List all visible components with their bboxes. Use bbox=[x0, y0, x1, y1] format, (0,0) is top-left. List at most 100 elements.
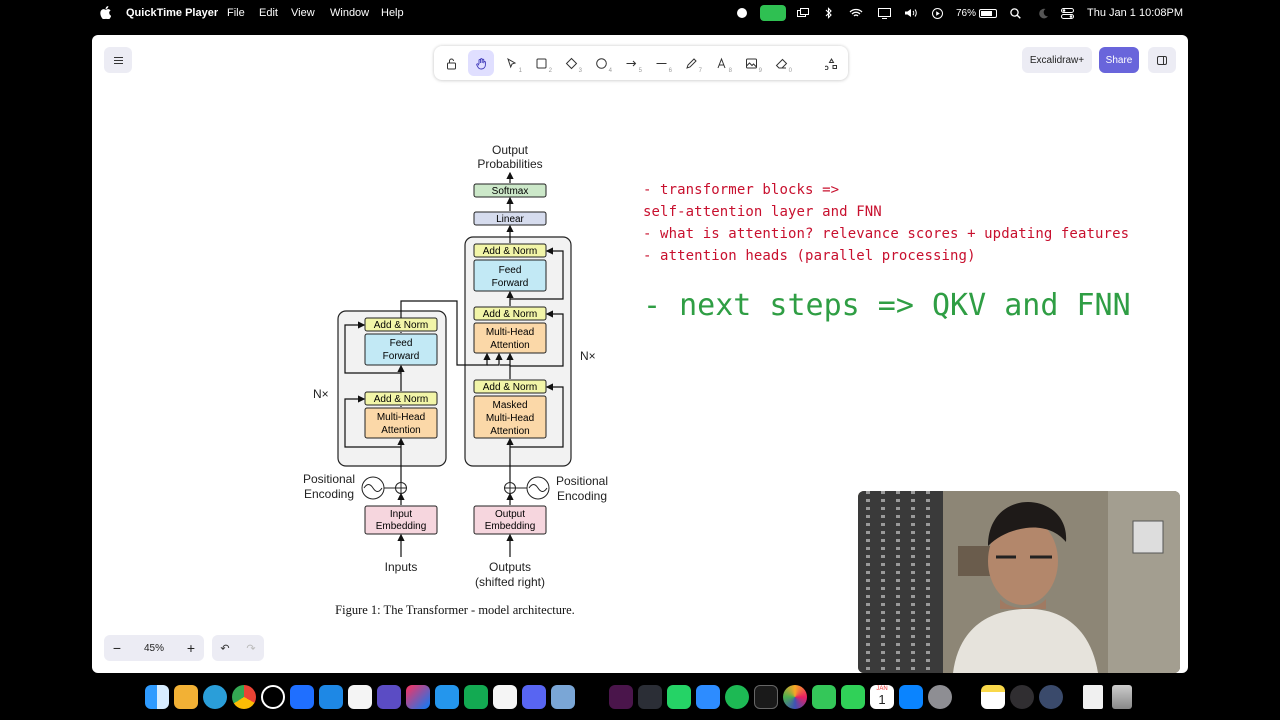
proton-icon[interactable] bbox=[377, 685, 401, 709]
telegram-icon[interactable] bbox=[203, 685, 227, 709]
calendar-day: 1 bbox=[878, 692, 886, 707]
settings-icon[interactable] bbox=[928, 685, 952, 709]
davinci-icon[interactable] bbox=[638, 685, 662, 709]
diamond-icon bbox=[565, 57, 577, 69]
finder-icon[interactable] bbox=[145, 685, 169, 709]
app-name[interactable]: QuickTime Player bbox=[126, 7, 219, 19]
shapes-more-icon bbox=[824, 57, 837, 70]
mongodb-icon[interactable] bbox=[464, 685, 488, 709]
notes-text[interactable]: - transformer blocks => self-attention l… bbox=[643, 179, 1129, 267]
pencil-icon bbox=[685, 57, 697, 69]
zoom-out-button[interactable]: − bbox=[112, 640, 122, 656]
tool-diamond[interactable]: 3 bbox=[558, 50, 584, 76]
document-icon[interactable] bbox=[1083, 685, 1103, 709]
apple-icon[interactable] bbox=[100, 6, 111, 19]
tool-extra[interactable] bbox=[818, 50, 844, 76]
discord-icon[interactable] bbox=[522, 685, 546, 709]
tool-selection[interactable]: 1 bbox=[498, 50, 524, 76]
bluetooth-icon[interactable] bbox=[823, 5, 835, 21]
library-button[interactable] bbox=[1148, 47, 1176, 73]
notes-icon[interactable] bbox=[981, 685, 1005, 709]
zoom-in-button[interactable]: + bbox=[186, 640, 196, 656]
chrome-icon[interactable] bbox=[232, 685, 256, 709]
decoder-positional-line2: Encoding bbox=[557, 489, 607, 503]
zoom-icon[interactable] bbox=[696, 685, 720, 709]
trash-icon[interactable] bbox=[1112, 685, 1132, 709]
inputs-label: Inputs bbox=[385, 560, 418, 574]
share-button[interactable]: Share bbox=[1099, 47, 1139, 73]
decoder-mmh-line2: Multi-Head bbox=[486, 413, 534, 424]
spotify-icon[interactable] bbox=[725, 685, 749, 709]
slack-icon[interactable] bbox=[609, 685, 633, 709]
obs-icon[interactable] bbox=[1010, 685, 1034, 709]
tool-arrow[interactable]: 5 bbox=[618, 50, 644, 76]
menu-help[interactable]: Help bbox=[381, 7, 404, 19]
facetime-icon[interactable] bbox=[841, 685, 865, 709]
webcam-overlay[interactable] bbox=[858, 491, 1180, 673]
encoder-mh-line2: Attention bbox=[381, 425, 420, 436]
appstore-icon[interactable] bbox=[899, 685, 923, 709]
menu-file[interactable]: File bbox=[227, 7, 245, 19]
spotlight-search-icon[interactable] bbox=[1008, 5, 1022, 21]
outputs-line1: Outputs bbox=[489, 560, 531, 574]
quicktime-icon[interactable] bbox=[1039, 685, 1063, 709]
now-playing-icon[interactable] bbox=[930, 5, 944, 21]
note-line-2: self-attention layer and FNN bbox=[643, 204, 882, 220]
main-menu-button[interactable] bbox=[104, 47, 132, 73]
encoder-nx-label: N× bbox=[313, 387, 329, 401]
intellij-icon[interactable] bbox=[406, 685, 430, 709]
chatgpt-icon[interactable] bbox=[261, 685, 285, 709]
excalidraw-window: 1 2 3 4 5 6 7 8 bbox=[92, 35, 1188, 673]
tool-draw[interactable]: 7 bbox=[678, 50, 704, 76]
decoder-mh-line2: Attention bbox=[490, 340, 529, 351]
clock[interactable]: Thu Jan 1 10:08PM bbox=[1086, 7, 1183, 19]
tool-eraser[interactable]: 0 bbox=[768, 50, 794, 76]
battery-icon[interactable] bbox=[978, 5, 998, 21]
wifi-icon[interactable] bbox=[848, 5, 864, 21]
zotero-icon[interactable] bbox=[580, 685, 604, 709]
tool-image[interactable]: 9 bbox=[738, 50, 764, 76]
terminal-icon[interactable] bbox=[754, 685, 778, 709]
excalidraw-plus-button[interactable]: Excalidraw+ bbox=[1022, 47, 1092, 73]
undo-icon[interactable]: ↶ bbox=[220, 642, 230, 655]
next-steps-note[interactable]: - next steps => QKV and FNN bbox=[643, 288, 1131, 323]
volume-icon[interactable] bbox=[903, 5, 919, 21]
display-icon[interactable] bbox=[876, 5, 892, 21]
tool-hand[interactable] bbox=[468, 50, 494, 76]
hand-icon bbox=[475, 57, 486, 69]
transformer-diagram[interactable]: Add & Norm Feed Forward Add & Norm Multi… bbox=[92, 35, 1188, 673]
ollama-icon[interactable] bbox=[348, 685, 372, 709]
photos-icon[interactable] bbox=[783, 685, 807, 709]
zoom-level[interactable]: 45% bbox=[143, 642, 164, 654]
menu-bar: QuickTime Player File Edit View Window H… bbox=[0, 0, 1280, 26]
redo-icon[interactable]: ↷ bbox=[246, 642, 256, 655]
decoder-addnorm-3-label: Add & Norm bbox=[483, 382, 537, 393]
tableplus-icon[interactable] bbox=[551, 685, 575, 709]
focus-moon-icon[interactable] bbox=[1036, 5, 1050, 21]
vscode-icon[interactable] bbox=[319, 685, 343, 709]
menu-window[interactable]: Window bbox=[330, 7, 370, 19]
record-icon[interactable] bbox=[736, 5, 748, 21]
arc-icon[interactable] bbox=[290, 685, 314, 709]
tool-ellipse[interactable]: 4 bbox=[588, 50, 614, 76]
whatsapp-icon[interactable] bbox=[667, 685, 691, 709]
launchpad-icon[interactable] bbox=[174, 685, 198, 709]
messages-icon[interactable] bbox=[812, 685, 836, 709]
camera-status-icon[interactable] bbox=[759, 5, 787, 21]
decoder-ff-line1: Feed bbox=[499, 265, 522, 276]
tool-lock[interactable] bbox=[438, 50, 464, 76]
menu-edit[interactable]: Edit bbox=[259, 7, 278, 19]
cursor-arrow-icon bbox=[506, 57, 516, 68]
tool-rectangle[interactable]: 2 bbox=[528, 50, 554, 76]
menu-view[interactable]: View bbox=[291, 7, 315, 19]
decoder-mmh-line1: Masked bbox=[492, 400, 527, 411]
lock-icon bbox=[446, 58, 456, 69]
screen-mirror-icon[interactable] bbox=[796, 5, 810, 21]
tool-line[interactable]: 6 bbox=[648, 50, 674, 76]
output-embedding-line2: Embedding bbox=[485, 521, 536, 532]
docker-icon[interactable] bbox=[435, 685, 459, 709]
tool-text[interactable]: 8 bbox=[708, 50, 734, 76]
notion-icon[interactable] bbox=[493, 685, 517, 709]
control-center-icon[interactable] bbox=[1059, 5, 1075, 21]
calendar-icon[interactable]: JAN 1 bbox=[870, 685, 894, 709]
